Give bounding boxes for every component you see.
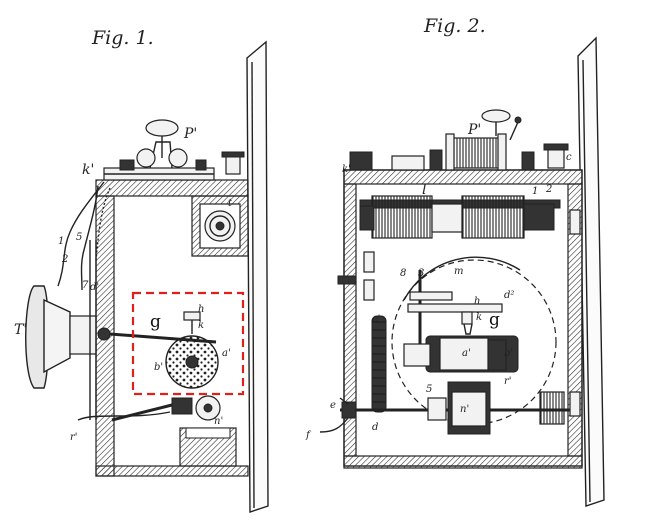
- fig2-crank: [319, 397, 357, 433]
- fig2-lower-shaft: [340, 381, 576, 435]
- fig2-hinge-top: [569, 209, 581, 235]
- fig1-label-T: T': [14, 322, 27, 338]
- fig2-coil-l: [359, 195, 561, 239]
- fig1-label-1: 1: [58, 236, 64, 247]
- fig2-top-apparatus: [349, 109, 569, 171]
- fig2-label-b-prime: b': [504, 348, 513, 359]
- figure-1: Fig. 1.: [14, 27, 269, 513]
- figure-2: Fig. 2.: [305, 15, 605, 507]
- fig1-label-k: k: [198, 320, 204, 331]
- fig2-label-e: e: [330, 400, 336, 411]
- fig1-label-b-prime: b': [154, 362, 163, 373]
- fig1-label-n-prime: n': [214, 416, 223, 427]
- fig1-label-7: 7: [82, 280, 89, 291]
- fig2-label-1: 1: [532, 186, 538, 197]
- fig1-label-d-prime: d': [90, 282, 99, 293]
- fig1-cup: [179, 427, 237, 467]
- fig2-top-bar: [343, 169, 583, 185]
- fig2-label-2: 2: [545, 184, 552, 195]
- fig1-bottom-bar: [95, 465, 249, 477]
- fig2-left-post: [343, 183, 357, 457]
- fig2-label-r-prime: r': [504, 376, 512, 387]
- figure-2-title: Fig. 2.: [423, 15, 486, 37]
- fig1-label-h: h: [198, 304, 204, 315]
- fig2-screw: [337, 275, 357, 285]
- fig2-label-p-prime: P': [467, 122, 481, 138]
- fig2-wall: [577, 36, 605, 507]
- fig1-spool: [204, 210, 236, 242]
- fig2-label-g: g: [489, 310, 500, 330]
- fig1-label-p-prime: P': [183, 126, 197, 142]
- fig2-crossbar-k: [407, 303, 503, 313]
- fig2-label-3: 3: [418, 268, 424, 279]
- fig2-label-h: h: [474, 296, 480, 307]
- fig2-label-l: l: [422, 182, 426, 198]
- fig1-key-lever: [103, 119, 245, 181]
- fig1-transmitter: [25, 285, 111, 389]
- fig1-label-a-prime: a': [222, 348, 231, 359]
- fig2-label-c: c: [566, 152, 572, 163]
- fig2-bottom-bar: [343, 455, 583, 469]
- fig1-top-bar: [95, 179, 249, 197]
- fig2-hinge-bottom: [569, 391, 581, 417]
- fig2-label-n-prime: n': [460, 404, 469, 415]
- fig1-label-2: 2: [61, 254, 68, 265]
- fig1-roller: [165, 311, 219, 389]
- fig2-gear: [371, 315, 387, 413]
- fig1-wires: [57, 181, 111, 291]
- fig1-wall: [246, 40, 269, 513]
- fig1-label-t: t: [228, 198, 233, 209]
- fig2-label-k: k: [476, 312, 482, 323]
- fig2-cylinder: [403, 335, 519, 373]
- fig1-label-r-prime: r': [70, 432, 78, 443]
- fig1-highlight-box: [131, 291, 245, 396]
- fig2-label-5: 5: [426, 384, 432, 395]
- fig2-label-f: f: [305, 430, 312, 441]
- fig2-right-post: [567, 183, 583, 457]
- fig1-label-k-prime: k': [82, 162, 94, 178]
- fig2-wheel-d2: [391, 259, 557, 425]
- fig1-lower-lever: [77, 395, 221, 422]
- fig2-label-d2: d²: [504, 290, 514, 301]
- fig2-label-k-prime: k': [342, 164, 351, 175]
- fig1-label-g: g: [150, 312, 161, 332]
- fig2-label-8: 8: [400, 268, 406, 279]
- fig2-stylus: [461, 311, 473, 335]
- fig2-label-a-prime: a': [462, 348, 471, 359]
- fig2-label-c-prime: c': [372, 314, 380, 325]
- figure-1-title: Fig. 1.: [91, 27, 154, 49]
- fig1-label-5: 5: [76, 232, 82, 243]
- fig2-label-d: d: [372, 422, 378, 433]
- fig2-label-m: m: [454, 266, 463, 277]
